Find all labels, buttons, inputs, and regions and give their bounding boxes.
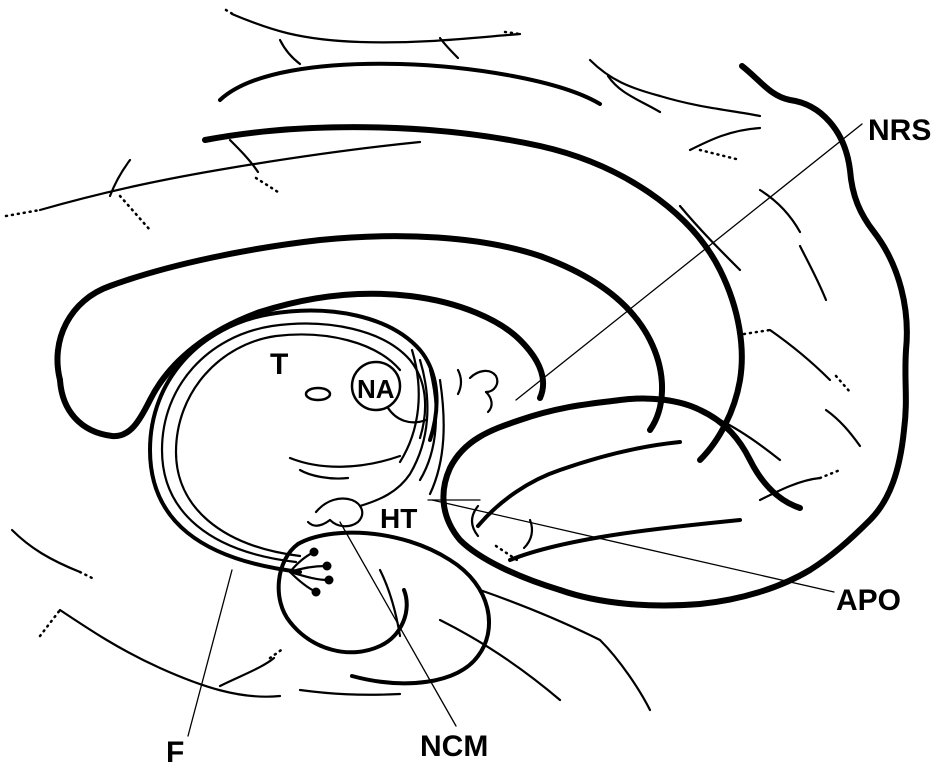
cingulate-gyrus [57,127,741,460]
occipital-lobe [560,66,907,605]
nrs-leader [516,124,862,400]
apo-leader [432,500,834,592]
label-nrs: NRS [868,114,931,147]
label-na: NA [357,374,395,404]
mammillary-body [279,533,489,684]
interthalamic-adhesion [306,388,330,400]
label-f: F [166,736,184,768]
f-leader [188,570,232,736]
parahippocampal-gyrus [443,398,800,590]
leader-lines [188,124,862,736]
label-t: T [270,348,288,381]
lower-cortex [12,530,650,710]
upper-cortex-sulci [6,10,760,230]
label-apo: APO [836,584,901,617]
label-ncm: NCM [420,730,488,763]
label-ht: HT [380,503,417,534]
splenium-swirls [458,370,497,412]
